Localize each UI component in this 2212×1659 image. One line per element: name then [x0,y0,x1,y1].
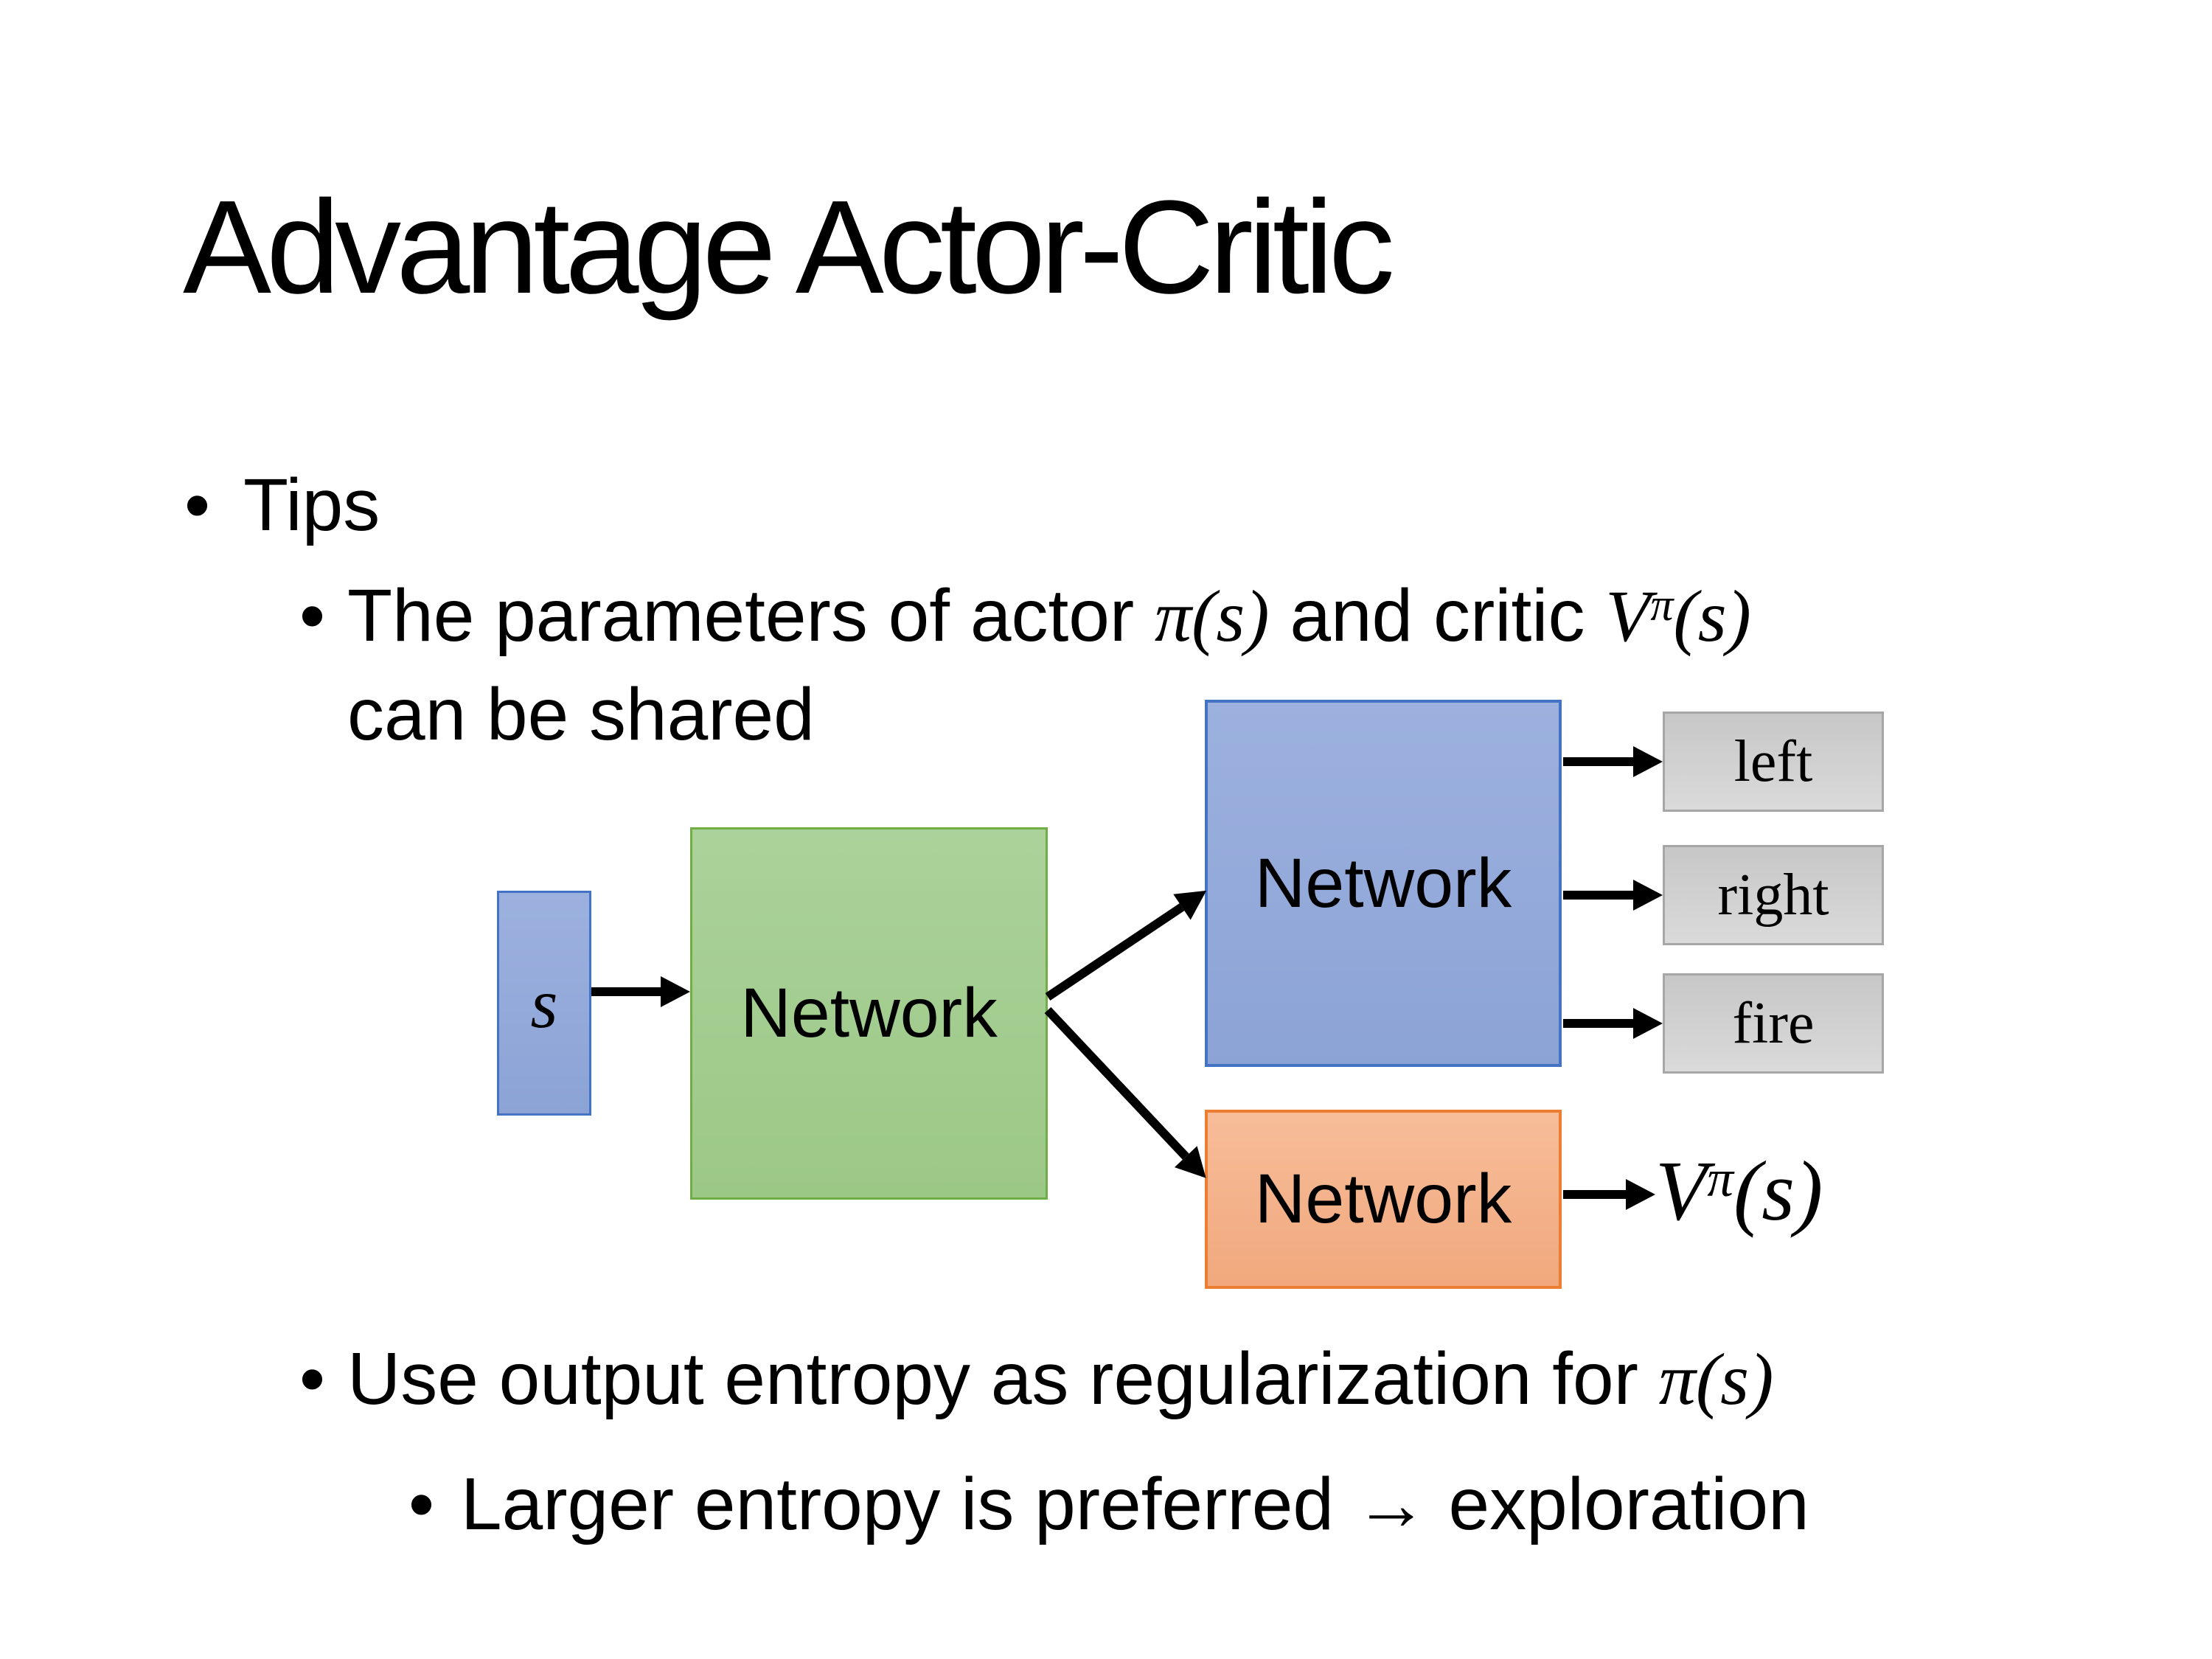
text-segment: Use output entropy as regularization for [347,1338,1659,1420]
math-pi-s: π(s) [1658,1338,1774,1420]
bullet-entropy-regularization: • Use output entropy as regularization f… [299,1335,1773,1424]
bullet-larger-entropy-text: Larger entropy is preferred → exploratio… [461,1463,1809,1545]
shared-network-label: Network [740,974,998,1052]
bullet-entropy-regularization-text: Use output entropy as regularization for… [347,1335,1773,1424]
bullet-marker: • [408,1463,435,1545]
actor-network-label: Network [1254,844,1512,922]
action-label-right: right [1717,862,1829,928]
action-label-fire: fire [1732,990,1815,1056]
arrow-actor-to-fire [1563,1019,1633,1028]
critic-network-box: Network [1205,1110,1562,1289]
bullet-marker: • [299,1338,326,1420]
value-function-label: Vπ(s) [1655,1134,1823,1259]
bullet-shared-params: • The parameters of actor π(s) and criti… [299,571,1751,759]
bullet-shared-params-line2: can be shared [347,673,815,756]
state-label: s [530,964,558,1043]
arrow-shared-to-actor-network [1045,903,1185,1001]
arrow-actor-to-left [1563,757,1633,766]
arrow-actor-to-right [1563,891,1633,900]
slide-title: Advantage Actor-Critic [183,173,1395,321]
action-box-right: right [1663,845,1884,945]
bullet-marker: • [184,464,211,546]
math-v-base: V [1655,1144,1708,1238]
action-box-left: left [1663,712,1884,812]
state-input-box: s [497,891,591,1116]
action-box-fire: fire [1663,973,1884,1074]
arrow-state-to-shared-network [591,987,661,996]
bullet-shared-params-line1: The parameters of actor π(s) and critic … [347,571,1751,670]
arrow-shared-to-critic-network [1044,1006,1189,1160]
critic-network-label: Network [1254,1160,1512,1238]
action-label-left: left [1733,728,1813,794]
shared-network-box: Network [690,827,1048,1200]
math-v-base: V [1605,575,1651,657]
bullet-marker: • [299,574,326,657]
bullet-tips-label: Tips [243,464,380,546]
math-v-sup: π [1707,1149,1733,1208]
bullet-larger-entropy: • Larger entropy is preferred → explorat… [408,1460,1809,1548]
text-segment: and critic [1269,574,1606,657]
actor-network-box: Network [1205,700,1562,1067]
text-segment: The parameters of actor [347,574,1155,657]
math-v-args: (s) [1673,575,1751,657]
math-v-args: (s) [1733,1144,1823,1238]
math-v-sup: π [1650,580,1674,631]
bullet-tips: • Tips [184,461,380,549]
arrow-critic-to-value [1563,1190,1626,1199]
bullet-shared-params-text: The parameters of actor π(s) and critic … [347,571,1751,759]
math-pi-s: π(s) [1154,575,1270,657]
